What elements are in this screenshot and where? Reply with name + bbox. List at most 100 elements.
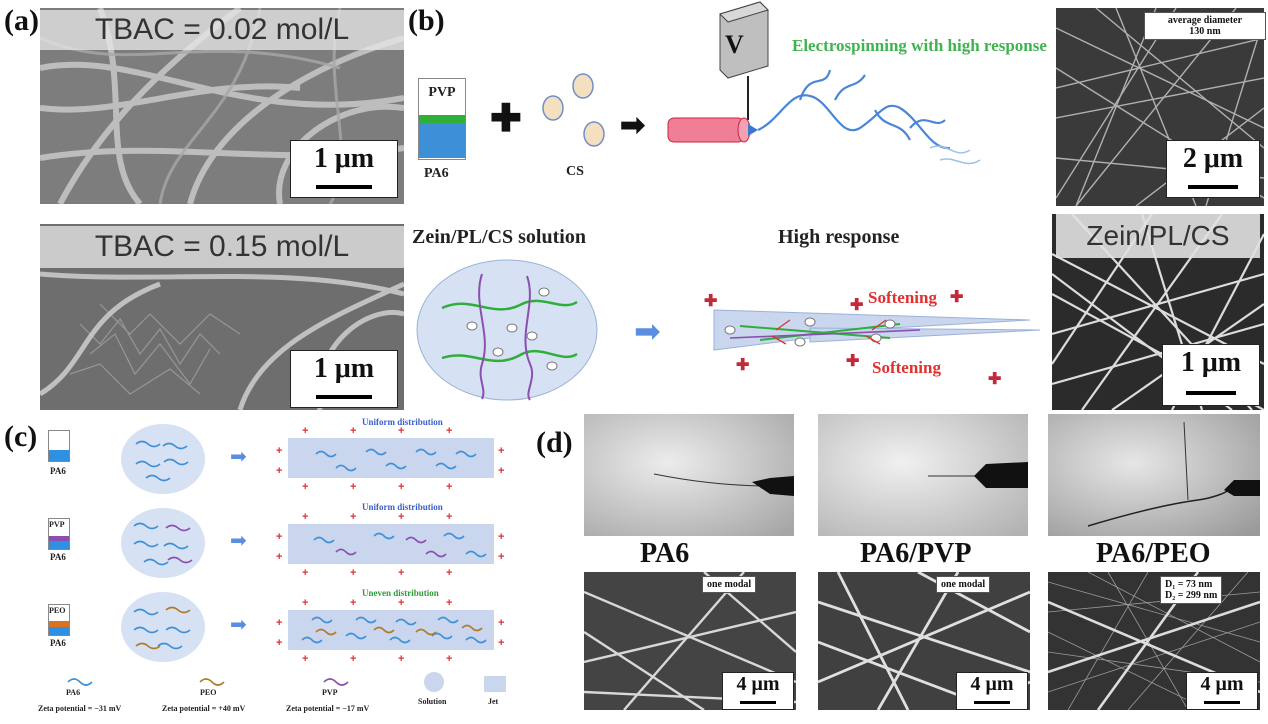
annotation-pa6: one modal: [702, 576, 757, 593]
annotation-average-diameter: average diameter 130 nm: [1144, 12, 1266, 40]
svg-text:+: +: [276, 637, 282, 649]
svg-text:+: +: [276, 617, 282, 629]
arrow-right-icon: ➡: [230, 446, 247, 468]
vial-pvp-label: PVP: [428, 85, 456, 100]
svg-text:+: +: [302, 425, 308, 437]
response-title: High response: [778, 226, 900, 248]
jet-diagram: ✚✚✚ ✚✚✚: [704, 289, 1041, 388]
annotation-line1: D₁ = 73 nm: [1165, 579, 1213, 590]
jet-row-2: ++++ ++++ ++++: [276, 511, 504, 578]
scale-label: 1 μm: [313, 353, 375, 384]
solution-title: Zein/PL/CS solution: [412, 226, 586, 248]
pvp-pa6-vial: PVP: [418, 78, 466, 160]
scale-bar-line: [1204, 701, 1240, 704]
scale-bar-d-pa6-pvp: 4 μm: [956, 672, 1028, 710]
jet-photo-pa6: [584, 414, 794, 536]
svg-text:✚: ✚: [846, 353, 859, 370]
softening-bottom-label: Softening: [872, 358, 941, 377]
peo-layer: [49, 621, 69, 627]
jet-row-1: ++++ ++++ ++++: [276, 425, 504, 492]
vial-bottom-label: PA6: [50, 552, 66, 562]
svg-text:+: +: [276, 465, 282, 477]
svg-text:+: +: [276, 551, 282, 563]
scale-bar-b-top: 2 μm: [1166, 140, 1260, 198]
scale-bar-a-bottom: 1 μm: [290, 350, 398, 408]
svg-text:✚: ✚: [736, 357, 749, 374]
legend-solution-symbol: [424, 672, 444, 692]
svg-text:+: +: [498, 465, 504, 477]
svg-text:+: +: [276, 445, 282, 457]
svg-text:+: +: [276, 531, 282, 543]
svg-text:+: +: [302, 653, 308, 664]
column-name-pa6-pvp: PA6/PVP: [860, 538, 972, 569]
distribution-label-row-3: Uneven distribution: [362, 588, 439, 598]
legend-peo-symbol: [199, 678, 225, 686]
svg-text:+: +: [498, 637, 504, 649]
scale-label: 4 μm: [736, 673, 780, 695]
scale-bar-d-pa6: 4 μm: [722, 672, 794, 710]
scale-bar-line: [1186, 391, 1236, 395]
legend-pvp-name: PVP: [322, 688, 338, 697]
vial-row-1: [48, 430, 70, 462]
softening-top-label: Softening: [868, 288, 937, 307]
jet-photo-pa6-peo: [1048, 414, 1260, 536]
svg-text:+: +: [498, 617, 504, 629]
pvp-layer: [49, 536, 69, 541]
svg-text:+: +: [302, 597, 308, 609]
svg-text:✚: ✚: [704, 293, 717, 310]
svg-text:+: +: [498, 551, 504, 563]
svg-text:+: +: [446, 481, 452, 492]
svg-text:+: +: [350, 567, 356, 578]
solution-circle-row-1: [121, 424, 205, 494]
cs-particles: [542, 73, 605, 147]
svg-text:+: +: [398, 597, 404, 609]
svg-text:+: +: [498, 531, 504, 543]
pa6-layer: [49, 627, 69, 635]
svg-text:+: +: [446, 425, 452, 437]
panel-a-label: (a): [4, 4, 39, 37]
annotation-line2: D₂ = 299 nm: [1165, 590, 1218, 601]
solution-circle-row-3: [121, 592, 205, 662]
svg-text:+: +: [398, 567, 404, 578]
vial-top-label: PEO: [49, 606, 66, 615]
scale-bar-line: [974, 701, 1010, 704]
legend-peo-name: PEO: [200, 688, 217, 697]
pa6-layer: [419, 123, 465, 158]
svg-text:+: +: [446, 597, 452, 609]
pa6-layer: [49, 541, 69, 549]
sem-image-pa6: [584, 572, 796, 710]
vial-pa6-label: PA6: [424, 166, 449, 181]
legend-jet-name: Jet: [488, 697, 499, 706]
vial-top-label: PVP: [49, 520, 65, 529]
svg-text:+: +: [350, 597, 356, 609]
arrow-right-icon: ➡: [620, 109, 646, 142]
scale-label: 2 μm: [1182, 143, 1244, 174]
annotation-zein: Zein/PL/CS: [1056, 214, 1260, 258]
svg-text:+: +: [398, 481, 404, 492]
process-title: Electrospinning with high response: [792, 36, 1047, 55]
vial-bottom-label: PA6: [50, 466, 66, 476]
annotation-line2: 130 nm: [1189, 26, 1221, 37]
svg-text:+: +: [398, 425, 404, 437]
distribution-label-row-2: Uniform distribution: [362, 502, 443, 512]
svg-text:✚: ✚: [850, 297, 863, 314]
column-name-pa6-peo: PA6/PEO: [1096, 538, 1211, 569]
svg-text:+: +: [350, 653, 356, 664]
scale-bar-b-bottom: 1 μm: [1162, 344, 1260, 406]
scale-bar-a-top: 1 μm: [290, 140, 398, 198]
scale-bar-d-pa6-peo: 4 μm: [1186, 672, 1258, 710]
svg-text:+: +: [302, 511, 308, 523]
vial-row-2: [48, 518, 70, 550]
svg-text:+: +: [398, 511, 404, 523]
column-name-pa6: PA6: [640, 538, 690, 569]
svg-text:+: +: [446, 653, 452, 664]
pa6-layer: [49, 450, 69, 461]
svg-text:+: +: [350, 481, 356, 492]
panel-c-label: (c): [4, 420, 38, 453]
pvp-layer: [419, 115, 465, 123]
legend-pa6-name: PA6: [66, 688, 81, 697]
svg-text:+: +: [302, 567, 308, 578]
svg-text:✚: ✚: [950, 289, 963, 306]
plus-icon: ✚: [490, 98, 522, 140]
svg-text:+: +: [446, 567, 452, 578]
